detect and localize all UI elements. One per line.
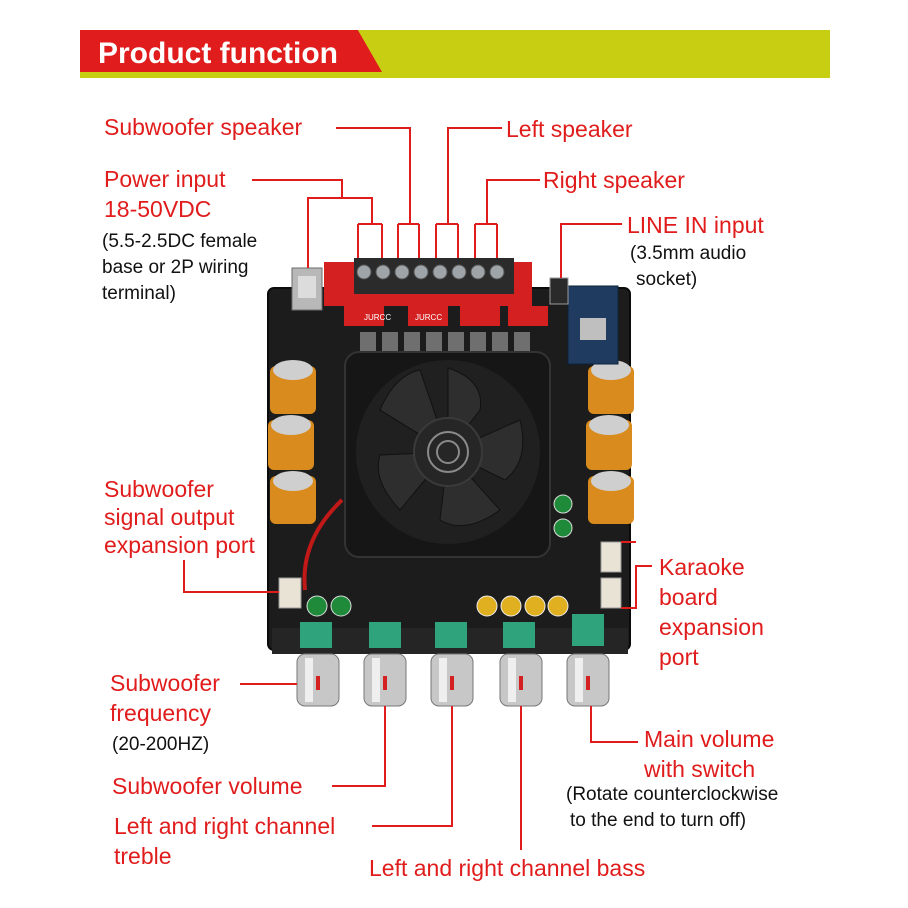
small-capacitors: [306, 494, 573, 617]
label-sub-output-1: Subwoofer: [104, 476, 214, 502]
speaker-terminal-block: [324, 258, 548, 326]
label-power-voltage: 18-50VDC: [104, 196, 212, 222]
line-in-socket: [549, 277, 569, 305]
note-power-2: base or 2P wiring: [102, 257, 249, 278]
knob-treble: [430, 653, 474, 707]
label-sub-output-3: expansion port: [104, 532, 255, 558]
capacitors-left: [268, 360, 316, 524]
label-karaoke-3: expansion: [659, 614, 764, 640]
label-line-in: LINE IN input: [627, 212, 764, 238]
bluetooth-module: [567, 285, 619, 365]
note-line-in-2: socket): [636, 269, 698, 290]
note-main-volume-2: to the end to turn off): [570, 810, 747, 831]
label-karaoke-1: Karaoke: [659, 554, 745, 580]
note-power-1: (5.5-2.5DC female: [102, 231, 258, 252]
header-title-tab: [80, 30, 382, 72]
label-right-speaker: Right speaker: [543, 167, 685, 193]
label-sub-freq-1: Subwoofer: [110, 670, 220, 696]
terminal-brand-text: JURCC: [364, 313, 391, 322]
sub-output-connector: [278, 577, 302, 609]
knob-sub-volume: [363, 653, 407, 707]
karaoke-connector-1: [600, 541, 622, 573]
cooling-fan: [344, 351, 551, 558]
knobs: [296, 653, 610, 707]
red-wire: [302, 498, 344, 591]
label-sub-output-2: signal output: [104, 504, 235, 530]
note-sub-freq: (20-200HZ): [112, 734, 210, 755]
knob-main-volume: [566, 653, 610, 707]
label-main-volume-2: with switch: [644, 756, 756, 782]
label-sub-freq-2: frequency: [110, 700, 212, 726]
note-main-volume-1: (Rotate counterclockwise: [566, 784, 779, 805]
karaoke-connector-2: [600, 577, 622, 609]
label-treble-2: treble: [114, 843, 172, 869]
label-sub-volume: Subwoofer volume: [112, 773, 303, 799]
note-power-3: terminal): [102, 283, 176, 304]
label-karaoke-2: board: [659, 584, 718, 610]
note-line-in-1: (3.5mm audio: [630, 243, 747, 264]
page-title: Product function: [98, 37, 338, 70]
knob-sub-freq: [296, 653, 340, 707]
label-power-input: Power input: [104, 166, 226, 192]
label-treble-1: Left and right channel: [114, 813, 336, 839]
label-bass: Left and right channel bass: [369, 855, 646, 881]
label-karaoke-4: port: [659, 644, 699, 670]
capacitors-right: [586, 360, 634, 524]
leader-lines: [183, 127, 652, 850]
potentiometer-bases: [300, 614, 604, 648]
label-main-volume-1: Main volume: [644, 726, 775, 752]
knob-bass: [499, 653, 543, 707]
label-subwoofer-speaker: Subwoofer speaker: [104, 114, 303, 140]
label-left-speaker: Left speaker: [506, 116, 633, 142]
terminal-brand-text-2: JURCC: [415, 313, 442, 322]
